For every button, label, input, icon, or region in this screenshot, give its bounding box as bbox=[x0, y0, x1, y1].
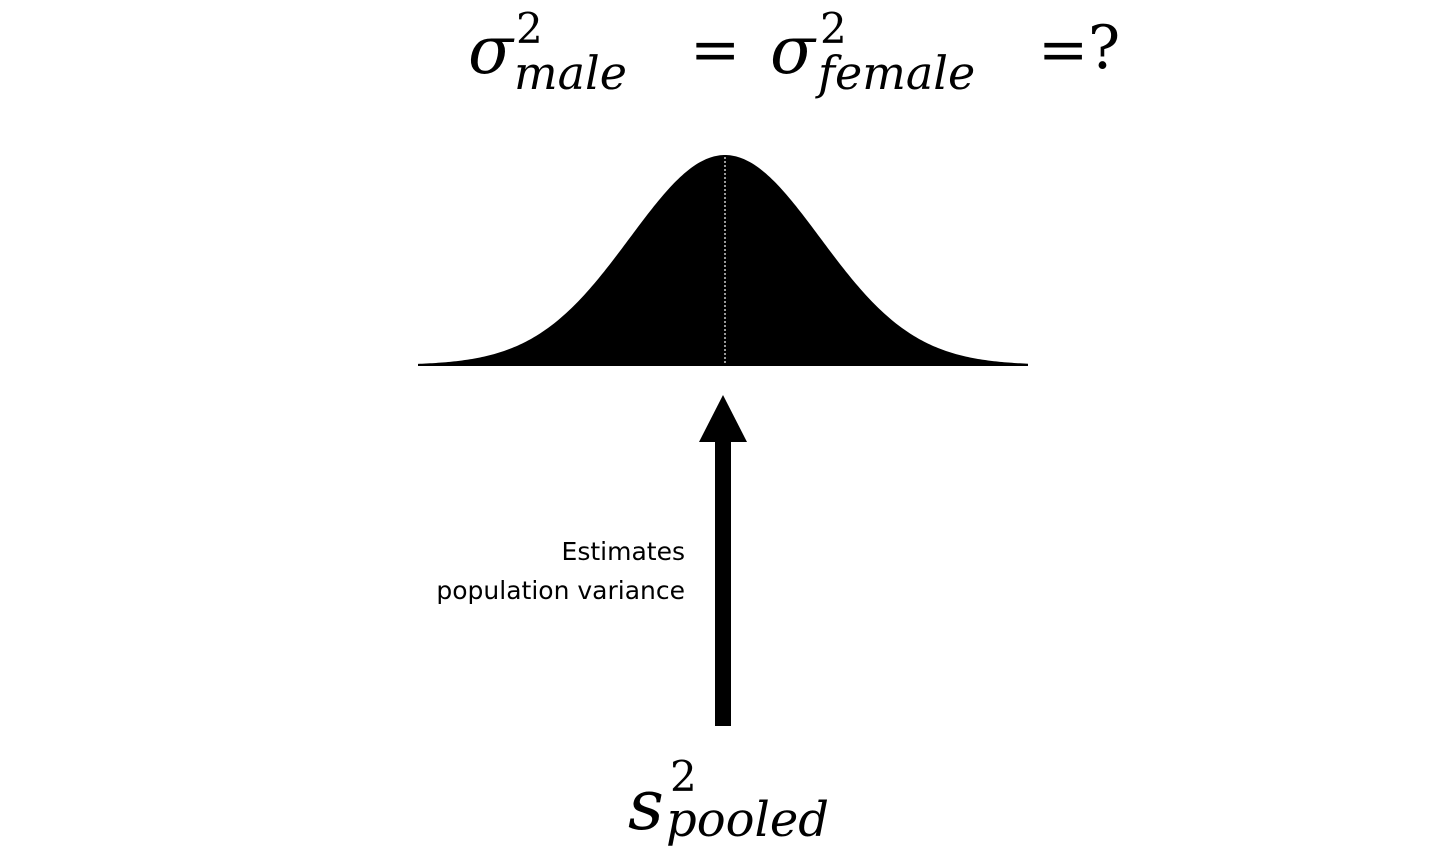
sigma-female-subscript: female bbox=[818, 46, 976, 100]
estimation-arrow bbox=[690, 390, 760, 735]
sigma-female-superscript: 2 bbox=[820, 4, 847, 53]
equals-sign-2: = bbox=[1038, 15, 1089, 85]
pooled-variance-formula: s 2 pooled bbox=[628, 752, 868, 852]
sigma-male-subscript: male bbox=[514, 46, 627, 100]
arrow-head bbox=[699, 395, 747, 442]
pooled-base: s bbox=[628, 764, 664, 846]
question-mark: ? bbox=[1088, 13, 1121, 83]
bell-curve-shape bbox=[418, 155, 1028, 365]
arrow-shaft bbox=[715, 440, 731, 726]
sigma-female-base: σ bbox=[770, 12, 816, 89]
pooled-subscript: pooled bbox=[666, 792, 830, 848]
pooled-superscript: 2 bbox=[670, 752, 697, 801]
annotation-line-2: population variance bbox=[436, 576, 685, 605]
up-arrow-icon bbox=[699, 395, 747, 726]
arrow-annotation: Estimates population variance bbox=[405, 532, 685, 610]
sigma-male-base: σ bbox=[468, 12, 514, 89]
annotation-line-1: Estimates bbox=[561, 537, 685, 566]
equals-sign-1: = bbox=[690, 15, 741, 85]
bell-curve-svg bbox=[418, 155, 1028, 366]
normal-distribution-curve bbox=[410, 145, 1040, 375]
sigma-male-superscript: 2 bbox=[516, 4, 543, 53]
